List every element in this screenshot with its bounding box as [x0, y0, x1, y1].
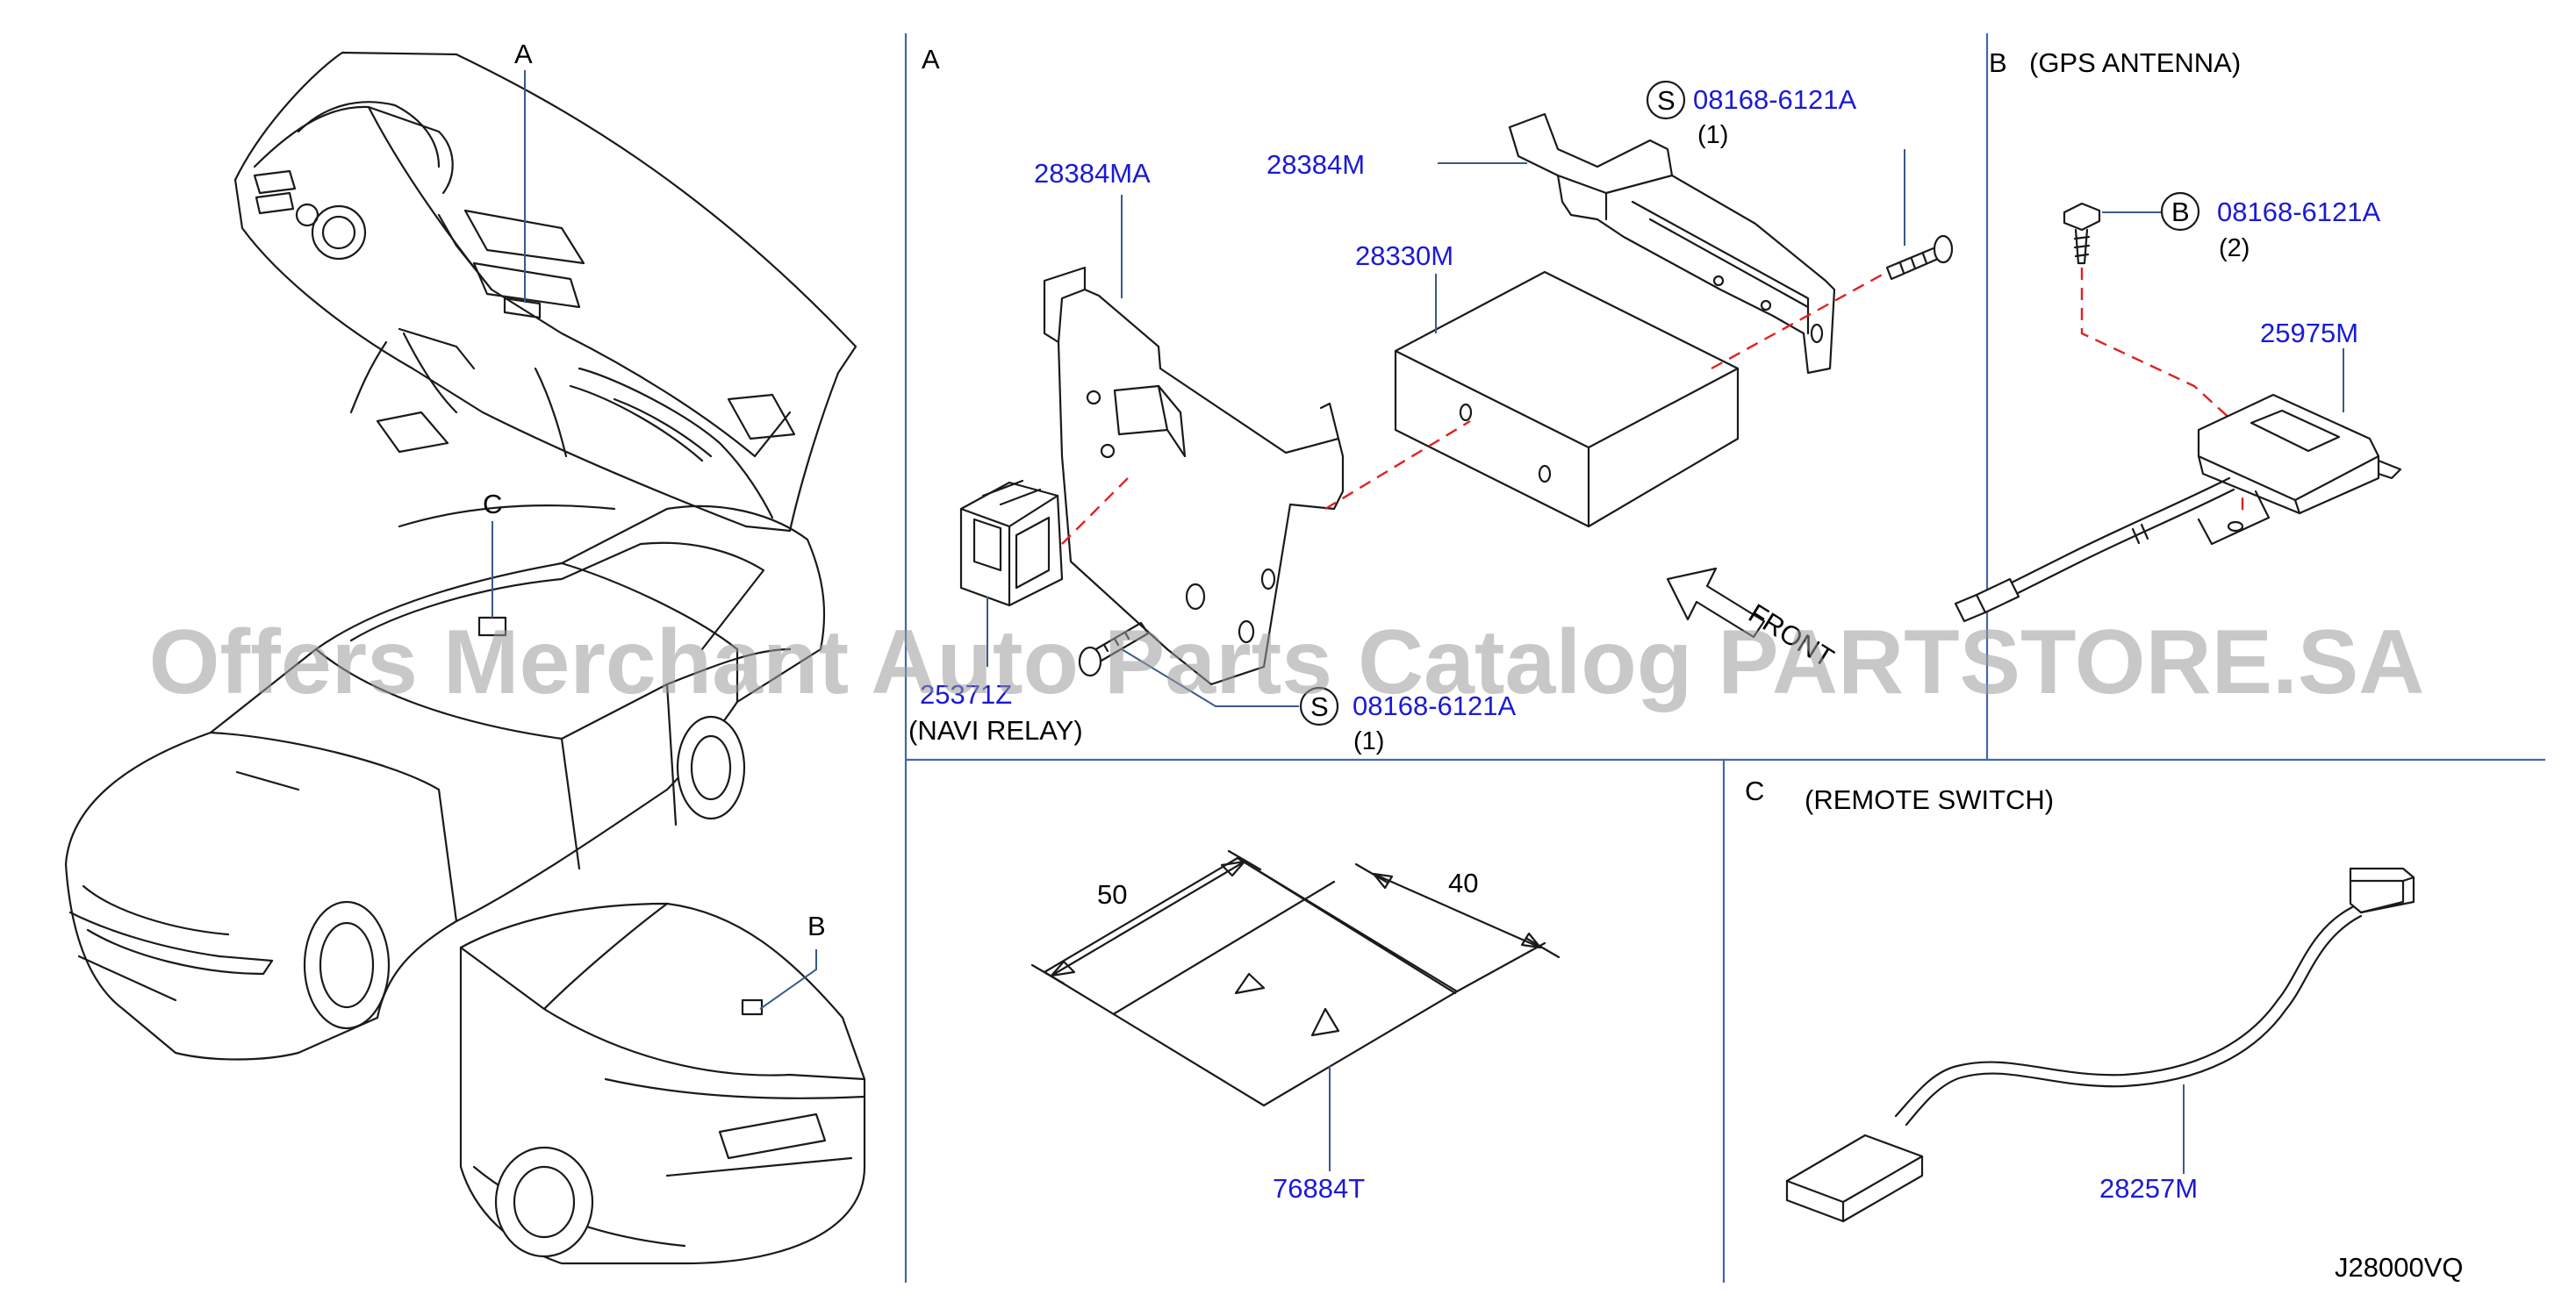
bracket-28384ma [1043, 266, 1345, 686]
s-lower-symbol: S [1310, 691, 1329, 722]
dashboard-illustration [233, 51, 857, 533]
remote-switch-28257m [1785, 867, 2415, 1223]
callout-c: C [483, 489, 502, 519]
part-25975m: 25975M [2260, 318, 2358, 348]
s-lower-symbol-circle [1299, 686, 1339, 726]
part-28384m: 28384M [1266, 149, 1365, 180]
b-qty: (2) [2219, 234, 2250, 262]
navi-relay [959, 479, 1064, 607]
car-rear-illustration [459, 902, 866, 1265]
s-upper-symbol-circle [1646, 80, 1686, 120]
navi-relay-label: (NAVI RELAY) [908, 715, 1083, 746]
section-c-title: (REMOTE SWITCH) [1805, 784, 2054, 815]
dimension-50: 50 [1097, 879, 1127, 910]
s-lower-part: 08168-6121A [1353, 690, 1516, 721]
part-76884t: 76884T [1273, 1173, 1365, 1204]
bracket-28384m [1508, 112, 1836, 375]
gps-antenna-25975m [1954, 393, 2402, 623]
gps-screw [2063, 202, 2101, 265]
part-28257m: 28257M [2099, 1173, 2198, 1204]
navigation-unit-28330m [1394, 270, 1740, 528]
section-c-label: C [1745, 776, 1764, 806]
bolt-upper [1885, 234, 1954, 281]
s-upper-qty: (1) [1697, 121, 1728, 149]
s-upper-part: 08168-6121A [1693, 84, 1856, 115]
part-28384ma: 28384MA [1034, 158, 1151, 189]
part-25371z: 25371Z [920, 679, 1012, 710]
s-upper-symbol: S [1657, 85, 1675, 116]
label-sheet-76884t [1030, 849, 1561, 1107]
panel-dividers [904, 33, 2545, 1283]
dimension-40: 40 [1448, 868, 1478, 898]
diagram-code: J28000VQ [2335, 1252, 2464, 1283]
b-symbol-circle [2160, 191, 2200, 232]
b-symbol: B [2171, 197, 2190, 227]
section-a-label: A [922, 44, 940, 75]
callout-a: A [514, 39, 533, 69]
front-arrow-icon [1666, 567, 1766, 639]
section-b-label: B [1989, 47, 2007, 78]
callout-b: B [807, 911, 826, 941]
gps-antenna-location [741, 998, 764, 1016]
car-front-illustration [64, 504, 826, 1061]
watermark: Offers Merchant Auto Parts Catalog PARTS… [149, 612, 2425, 713]
s-lower-qty: (1) [1353, 727, 1384, 755]
bolt-lower [1078, 621, 1150, 677]
section-b-title: (GPS ANTENNA) [2029, 47, 2241, 78]
part-28330m: 28330M [1355, 240, 1453, 271]
b-part: 08168-6121A [2217, 197, 2380, 227]
